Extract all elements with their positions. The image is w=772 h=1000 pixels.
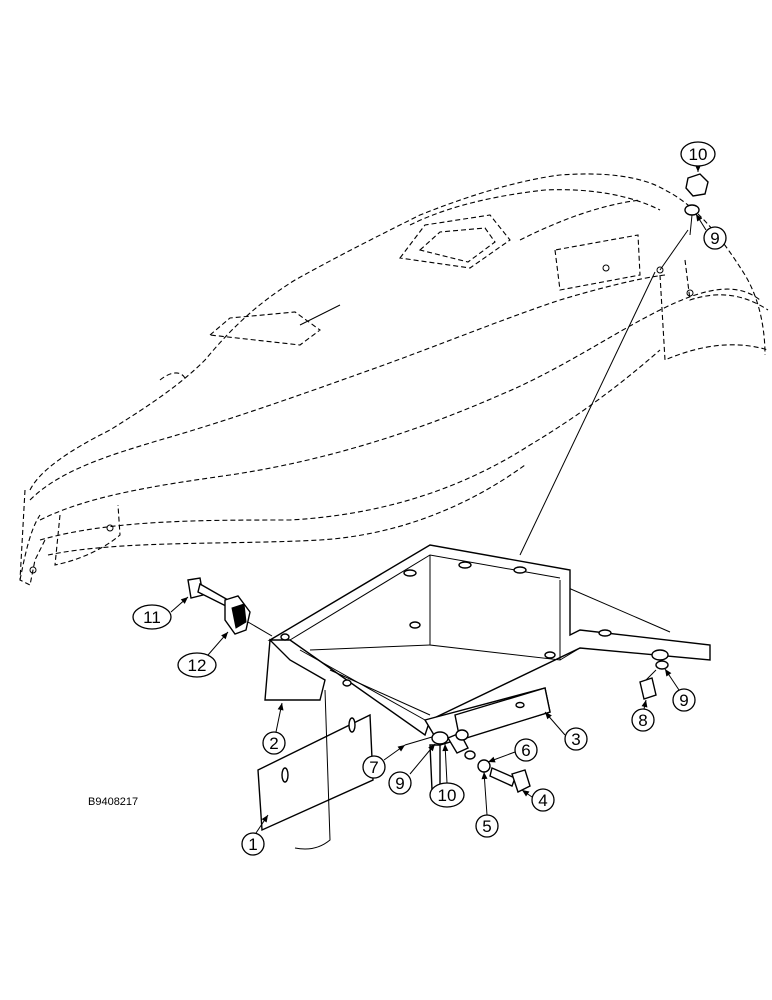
callout-9: 9 [664, 668, 696, 712]
callout-arrowhead [545, 712, 552, 720]
callout-6: 6 [487, 738, 538, 763]
callout-9: 9 [388, 743, 436, 795]
callout-bubble [362, 755, 386, 779]
callout-9: 9 [695, 213, 727, 250]
callout-bubble [564, 727, 588, 751]
callout-leader [483, 771, 488, 816]
callout-arrowhead [442, 744, 449, 752]
callout-label: 2 [269, 734, 278, 753]
drawing-id: B9408217 [88, 796, 138, 808]
callout-arrowhead [277, 703, 284, 711]
callout-label: 5 [482, 817, 491, 836]
callout-bubble [241, 832, 265, 856]
callout-label: 11 [143, 608, 161, 627]
callout-10: 10 [429, 743, 465, 808]
front-hardware [404, 729, 531, 793]
callout-label: 10 [689, 145, 708, 164]
callout-bubble [132, 604, 172, 630]
callout-8: 8 [631, 699, 655, 732]
callout-7: 7 [362, 744, 406, 779]
callout-bubble [631, 708, 655, 732]
callout-label: 9 [679, 691, 688, 710]
callout-10: 10 [680, 141, 716, 172]
callout-bubble [262, 731, 286, 755]
callout-11: 11 [132, 596, 189, 630]
callout-arrowhead [695, 165, 701, 172]
callout-12: 12 [177, 631, 229, 678]
callout-label: 7 [369, 758, 378, 777]
callout-label: 9 [395, 774, 404, 793]
callout-bubble [703, 226, 727, 250]
callout-bubble [531, 788, 555, 812]
callout-label: 12 [188, 656, 207, 675]
rear-hardware [639, 649, 669, 700]
callout-label: 6 [521, 741, 530, 760]
callout-arrowhead [180, 597, 188, 604]
callout-label: 9 [710, 229, 719, 248]
callout-label: 10 [438, 786, 457, 805]
callout-arrowhead [696, 214, 703, 222]
callout-bubble [177, 652, 217, 678]
callout-bubble [672, 688, 696, 712]
leader-line [519, 271, 656, 556]
callout-arrowhead [641, 700, 648, 708]
callout-label: 8 [638, 711, 647, 730]
leader-line [247, 621, 273, 637]
callout-arrowhead [221, 632, 228, 640]
callout-arrowhead [397, 745, 405, 752]
callout-1: 1 [241, 814, 269, 856]
callout-arrowhead [522, 790, 530, 797]
callout-bubble [514, 738, 538, 762]
fender-outline [19, 173, 769, 586]
callout-arrowhead [665, 669, 672, 677]
callout-2: 2 [262, 702, 286, 755]
callout-arrowhead [488, 756, 496, 763]
callout-label: 4 [538, 791, 547, 810]
callout-label: 3 [571, 730, 580, 749]
plate-part [257, 689, 374, 850]
callout-arrowhead [428, 744, 435, 752]
callout-4: 4 [521, 788, 555, 812]
callout-arrowhead [481, 772, 488, 780]
top-hardware [659, 173, 709, 271]
callout-bubble [388, 771, 412, 795]
callout-bubble [680, 141, 716, 167]
bolt-assembly-11 [187, 577, 251, 635]
callout-label: 1 [248, 835, 257, 854]
callout-3: 3 [544, 711, 588, 751]
callout-5: 5 [475, 771, 499, 838]
callout-bubble [429, 782, 465, 808]
callout-bubble [475, 814, 499, 838]
callout-arrowhead [261, 815, 268, 823]
